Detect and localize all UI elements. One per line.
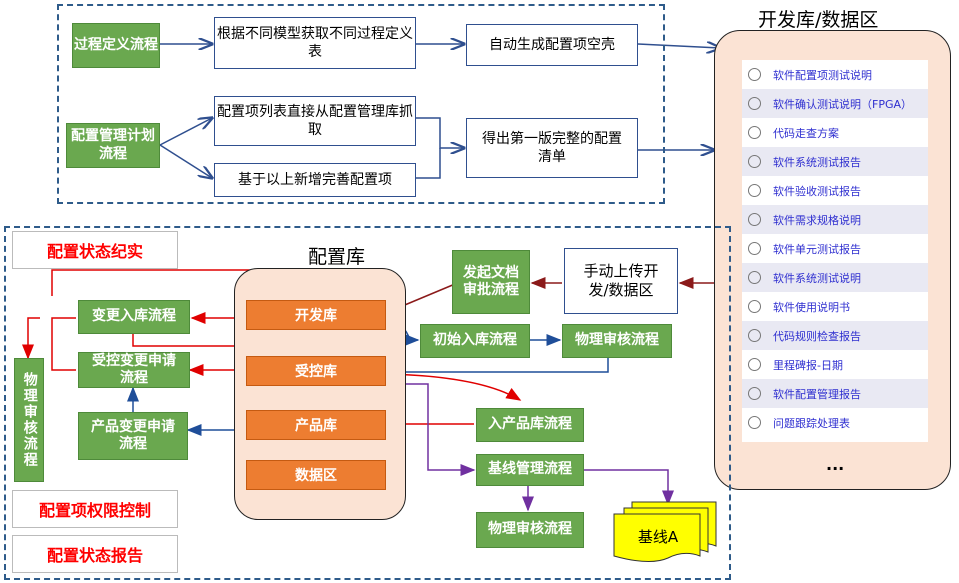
devlib-doc-item[interactable]: 软件配置管理报告 xyxy=(742,379,928,408)
devlib-doc-item[interactable]: 软件验收测试报告 xyxy=(742,176,928,205)
product-in-flow-box[interactable]: 入产品库流程 xyxy=(476,408,584,442)
baseline-a-label[interactable]: 基线A xyxy=(637,528,679,546)
radio-circle-icon[interactable] xyxy=(748,300,761,313)
manual-upload-box[interactable]: 手动上传开发/数据区 xyxy=(564,248,678,314)
config-lib-title: 配置库 xyxy=(308,246,366,268)
process-def-flow-box[interactable]: 过程定义流程 xyxy=(72,23,160,68)
devlib-doc-label: 软件验收测试报告 xyxy=(773,184,861,198)
devlib-doc-item[interactable]: 软件确认测试说明（FPGA） xyxy=(742,89,928,118)
devlib-doc-label: 软件需求规格说明 xyxy=(773,213,861,227)
arrow-add-merge xyxy=(416,148,441,179)
radio-circle-icon[interactable] xyxy=(748,271,761,284)
devlib-doc-item[interactable]: 软件单元测试报告 xyxy=(742,234,928,263)
arrow-controlled-to-productin xyxy=(385,373,522,401)
devlib-doc-item[interactable]: 软件系统测试说明 xyxy=(742,263,928,292)
devlib-doc-label: 软件配置管理报告 xyxy=(773,387,861,401)
controlled-lib-box[interactable]: 受控库 xyxy=(246,356,386,386)
devlib-doc-item[interactable]: 软件配置项测试说明 xyxy=(742,60,928,89)
product-change-req-box[interactable]: 产品变更申请流程 xyxy=(78,412,188,460)
devlib-doc-label: 软件单元测试报告 xyxy=(773,242,861,256)
devlib-doc-label: 软件系统测试说明 xyxy=(773,271,861,285)
radio-circle-icon[interactable] xyxy=(748,387,761,400)
arrow-audit-to-controlled xyxy=(386,358,609,378)
arrow-plan-to-fetch xyxy=(159,118,212,146)
status-record-title[interactable]: 配置状态纪实 xyxy=(12,231,178,269)
initial-in-flow-box[interactable]: 初始入库流程 xyxy=(420,324,530,358)
physical-audit-bottom-box[interactable]: 物理审核流程 xyxy=(476,512,584,548)
devlib-doc-label: 里程碑报-日期 xyxy=(773,358,843,372)
devlib-doc-item[interactable]: 代码规则检查报告 xyxy=(742,321,928,350)
radio-circle-icon[interactable] xyxy=(748,416,761,429)
auto-gen-shell-box[interactable]: 自动生成配置项空壳 xyxy=(466,24,638,66)
radio-circle-icon[interactable] xyxy=(748,184,761,197)
doc-approval-box[interactable]: 发起文档审批流程 xyxy=(452,250,530,314)
devlib-doc-item[interactable]: 里程碑报-日期 xyxy=(742,350,928,379)
baseline-mgmt-box[interactable]: 基线管理流程 xyxy=(476,454,584,486)
process-definition-section xyxy=(57,4,665,204)
change-in-flow-box[interactable]: 变更入库流程 xyxy=(78,300,190,334)
physical-audit-mid-box[interactable]: 物理审核流程 xyxy=(562,324,672,358)
get-process-def-box[interactable]: 根据不同模型获取不同过程定义表 xyxy=(214,17,416,69)
devlib-doc-item[interactable]: 代码走查方案 xyxy=(742,118,928,147)
radio-circle-icon[interactable] xyxy=(748,329,761,342)
perm-control-title[interactable]: 配置项权限控制 xyxy=(12,490,178,528)
arrow-shell-to-devlib xyxy=(637,44,720,48)
devlib-doc-label: 软件确认测试说明（FPGA） xyxy=(773,97,913,111)
arrow-plan-to-add xyxy=(159,144,212,178)
devlib-doc-label: 代码走查方案 xyxy=(773,126,839,140)
controlled-change-req-box[interactable]: 受控变更申请流程 xyxy=(78,352,190,388)
radio-circle-icon[interactable] xyxy=(748,68,761,81)
devlib-title: 开发库/数据区 xyxy=(758,9,879,31)
devlib-doc-label: 软件系统测试报告 xyxy=(773,155,861,169)
devlib-doc-label: 代码规则检查报告 xyxy=(773,329,861,343)
baseline-a-docs-icon xyxy=(613,501,717,562)
radio-circle-icon[interactable] xyxy=(748,155,761,168)
data-area-box[interactable]: 数据区 xyxy=(246,460,386,490)
dev-lib-box[interactable]: 开发库 xyxy=(246,300,386,330)
devlib-doc-label: 软件使用说明书 xyxy=(773,300,850,314)
devlib-doc-label: 软件配置项测试说明 xyxy=(773,68,872,82)
devlib-doc-label: 问题跟踪处理表 xyxy=(773,416,850,430)
devlib-doc-item[interactable]: 软件需求规格说明 xyxy=(742,205,928,234)
arrow-baseline-to-a xyxy=(584,469,674,506)
radio-circle-icon[interactable] xyxy=(748,97,761,110)
arrow-fetch-merge xyxy=(416,117,464,148)
devlib-doc-item[interactable]: 软件使用说明书 xyxy=(742,292,928,321)
first-full-list-box[interactable]: 得出第一版完整的配置清单 xyxy=(466,118,638,178)
fetch-from-lib-box[interactable]: 配置项列表直接从配置管理库抓取 xyxy=(214,96,416,146)
devlib-doc-item[interactable]: 软件系统测试报告 xyxy=(742,147,928,176)
devlib-ellipsis: ... xyxy=(826,455,845,474)
radio-circle-icon[interactable] xyxy=(748,126,761,139)
add-improve-box[interactable]: 基于以上新增完善配置项 xyxy=(214,163,416,197)
radio-circle-icon[interactable] xyxy=(748,242,761,255)
arrow-ctrlreq-loop xyxy=(51,317,76,371)
physical-audit-left-box[interactable]: 物理审核流程 xyxy=(14,358,44,482)
config-mgmt-plan-flow-box[interactable]: 配置管理计划流程 xyxy=(66,123,160,168)
radio-circle-icon[interactable] xyxy=(748,358,761,371)
status-report-title[interactable]: 配置状态报告 xyxy=(12,535,178,573)
arrow-controlled-to-baseline xyxy=(386,383,476,476)
devlib-doc-list: 软件配置项测试说明软件确认测试说明（FPGA） 代码走查方案软件系统测试报告软件验… xyxy=(742,60,928,442)
radio-circle-icon[interactable] xyxy=(748,213,761,226)
config-management-section xyxy=(4,226,731,580)
arrow-left-audit xyxy=(22,317,40,360)
product-lib-box[interactable]: 产品库 xyxy=(246,410,386,440)
devlib-doc-item[interactable]: 问题跟踪处理表 xyxy=(742,408,928,437)
